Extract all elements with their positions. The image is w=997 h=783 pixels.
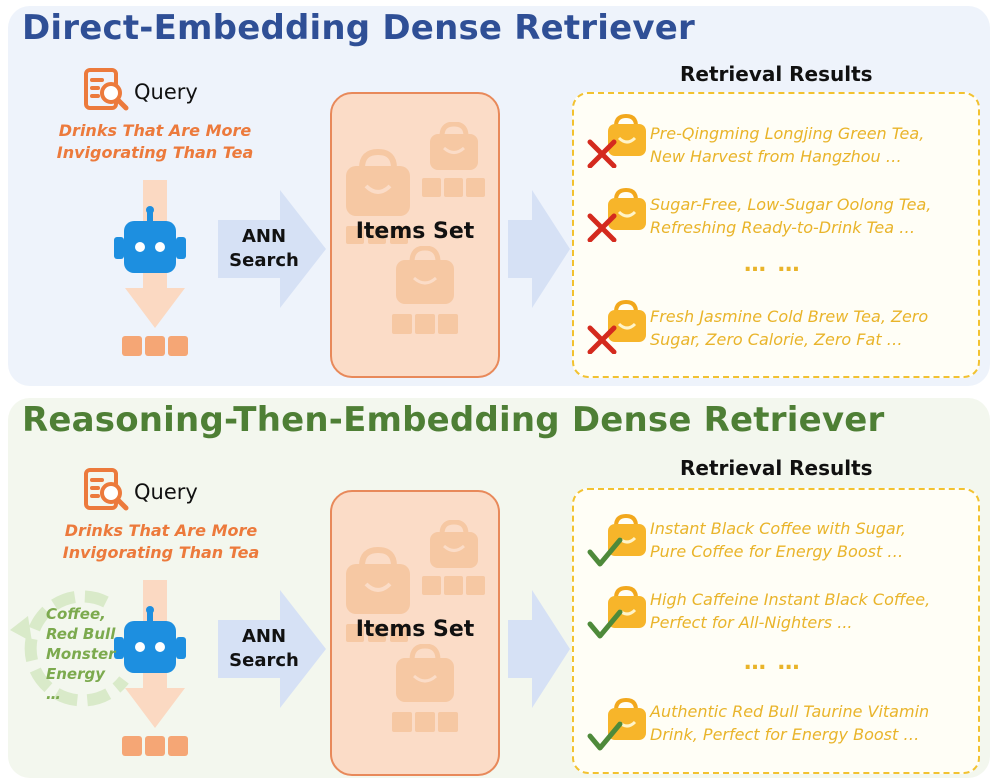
query-label: Query <box>134 80 198 104</box>
query-text: Drinks That Are More Invigorating Than T… <box>56 121 254 162</box>
wrong-result-icon <box>587 299 646 354</box>
ellipsis: … … <box>744 650 802 675</box>
result-item: Instant Black Coffee with Sugar, Pure Co… <box>650 519 906 561</box>
retrieval-results-title: Retrieval Results <box>680 456 873 480</box>
result-item: Fresh Jasmine Cold Brew Tea, Zero Sugar,… <box>650 307 929 349</box>
items-set: Items Set <box>330 92 500 378</box>
reasoning-text: Coffee, Red Bull Monster Energy … <box>46 605 116 703</box>
panel-title: Reasoning-Then-Embedding Dense Retriever <box>22 400 885 440</box>
search-document-icon <box>84 468 129 511</box>
ellipsis: … … <box>744 252 802 277</box>
shopping-bag-icon <box>392 644 458 732</box>
robot-icon <box>114 606 186 673</box>
ann-arrow-icon <box>218 190 326 308</box>
result-arrow-icon <box>508 590 570 708</box>
ann-search-label: ANN Search <box>229 226 299 271</box>
result-item: Sugar-Free, Low-Sugar Oolong Tea, Refres… <box>650 195 932 237</box>
shopping-bag-icon <box>346 148 410 244</box>
ann-arrow-icon <box>218 590 326 708</box>
search-document-icon <box>84 68 129 111</box>
embedding-vector-icon <box>122 336 188 356</box>
panel-1-content: Query Drinks That Are More Invigorating … <box>56 62 980 378</box>
retrieval-results-box: Instant Black Coffee with Sugar, Pure Co… <box>572 488 980 774</box>
shopping-bag-icon <box>392 246 458 334</box>
robot-icon <box>114 206 186 273</box>
query-label: Query <box>134 480 198 504</box>
correct-result-icon <box>587 585 646 639</box>
result-item: High Caffeine Instant Black Coffee, Perf… <box>650 590 931 632</box>
shopping-bag-icon <box>422 520 485 595</box>
retrieval-results-box: Pre-Qingming Longjing Green Tea, New Har… <box>572 92 980 378</box>
items-set-label: Items Set <box>355 219 475 244</box>
panel-title: Direct-Embedding Dense Retriever <box>22 8 695 48</box>
shopping-bag-icon <box>422 122 485 197</box>
wrong-result-icon <box>587 187 646 242</box>
shopping-bag-icon <box>346 546 410 642</box>
correct-result-icon <box>587 697 646 751</box>
wrong-result-icon <box>587 113 646 168</box>
correct-result-icon <box>587 513 646 567</box>
result-item: Pre-Qingming Longjing Green Tea, New Har… <box>650 124 925 166</box>
items-set: Items Set <box>330 490 500 776</box>
result-arrow-icon <box>508 190 570 308</box>
retrieval-results-title: Retrieval Results <box>680 62 873 86</box>
items-set-label: Items Set <box>355 617 475 642</box>
panel-2-content: Query Drinks That Are More Invigorating … <box>0 400 997 783</box>
reasoning-cycle-icon <box>10 590 129 707</box>
embedding-vector-icon <box>122 736 188 756</box>
ann-search-label: ANN Search <box>229 626 299 671</box>
result-item: Authentic Red Bull Taurine Vitamin Drink… <box>650 702 930 744</box>
query-text: Drinks That Are More Invigorating Than T… <box>62 521 260 562</box>
